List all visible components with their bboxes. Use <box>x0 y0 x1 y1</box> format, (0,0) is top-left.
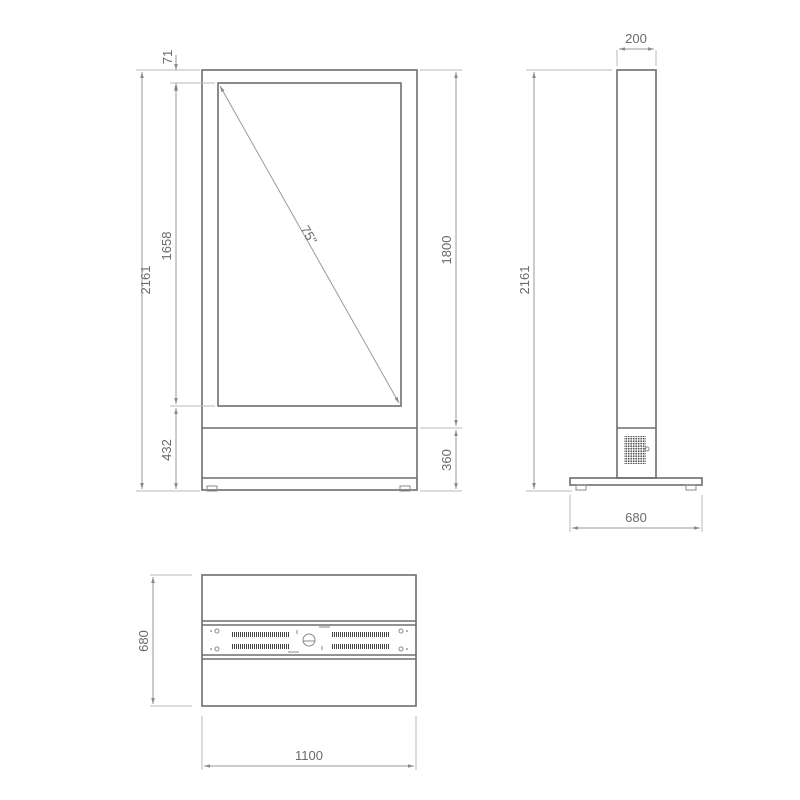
top-view: 680 1100 <box>136 574 417 770</box>
foot-right <box>399 485 411 492</box>
label-base-depth: 680 <box>625 510 647 525</box>
label-bottom-section: 432 <box>159 439 174 461</box>
speaker-grill-icon <box>624 436 646 464</box>
side-view: 200 2161 680 <box>517 31 703 532</box>
foot-left <box>206 485 218 492</box>
front-view: 75" 2161 71 1658 432 1800 360 <box>136 50 462 492</box>
label-screen-height: 1658 <box>159 232 174 261</box>
label-frame-height: 1800 <box>439 236 454 265</box>
label-side-height: 2161 <box>517 266 532 295</box>
label-width: 1100 <box>295 748 323 763</box>
label-total-height: 2161 <box>138 266 153 295</box>
label-top-bezel: 71 <box>160 50 175 64</box>
screen-outline <box>217 82 402 407</box>
center-port-icon <box>302 633 316 647</box>
base-plate <box>569 477 703 486</box>
speaker-knob-icon <box>644 446 650 452</box>
vent-slots-icon <box>231 632 390 649</box>
label-base-height: 360 <box>439 449 454 471</box>
front-cabinet-outline <box>201 69 418 491</box>
top-outline <box>201 574 417 707</box>
diagonal-label: 75" <box>298 223 321 247</box>
side-column-outline <box>616 69 657 479</box>
label-top-depth: 680 <box>136 630 151 652</box>
diagonal-line <box>219 85 400 404</box>
label-depth: 200 <box>625 31 647 46</box>
